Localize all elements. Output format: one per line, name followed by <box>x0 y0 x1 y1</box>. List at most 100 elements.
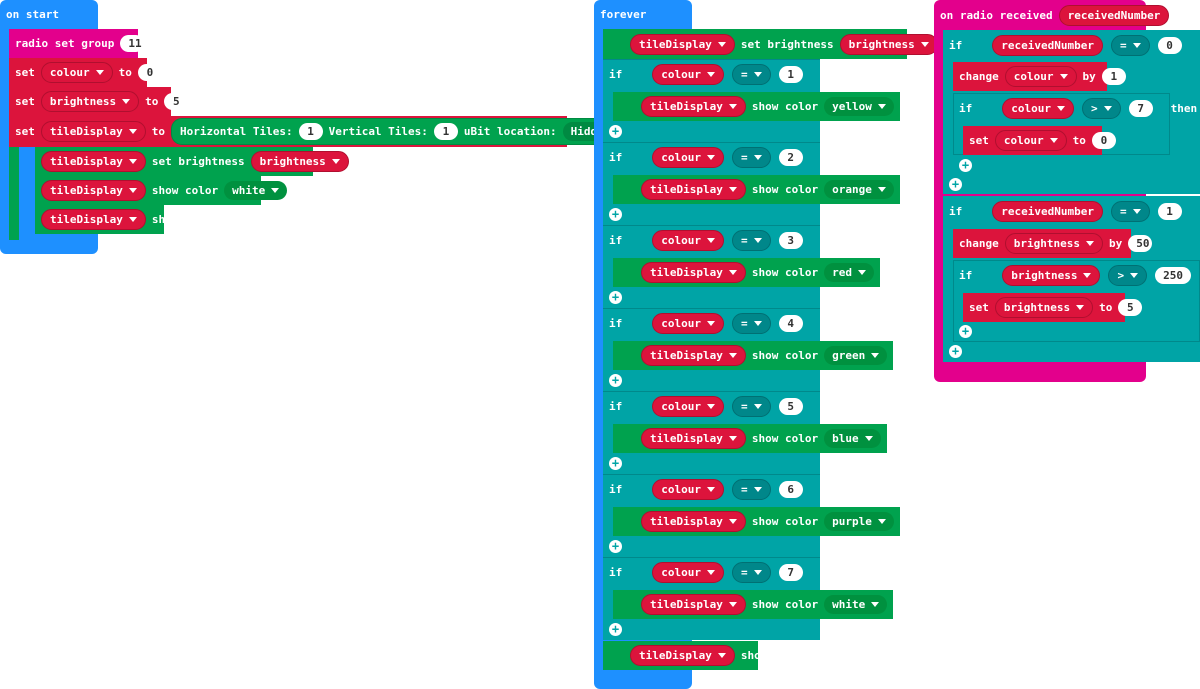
compare-value[interactable]: 6 <box>778 481 803 498</box>
tiledisplay-dropdown[interactable]: tileDisplay <box>630 645 735 666</box>
operator-dropdown[interactable]: = <box>732 147 771 168</box>
add-else-icon[interactable]: + <box>959 325 972 338</box>
colour-dropdown[interactable]: colour <box>1004 66 1077 87</box>
colour-reporter[interactable]: colour <box>652 230 724 251</box>
add-else-icon[interactable]: + <box>949 345 962 358</box>
color-dropdown[interactable]: green <box>824 346 888 365</box>
color-dropdown[interactable]: red <box>824 263 874 282</box>
color-dropdown[interactable]: white <box>824 595 888 614</box>
compare-value[interactable]: 5 <box>778 398 803 415</box>
operator-dropdown[interactable]: = <box>1110 201 1150 222</box>
change-colour-block[interactable]: change colour by 1 <box>953 62 1126 91</box>
compare-value[interactable]: 1 <box>1157 203 1182 220</box>
add-else-icon[interactable]: + <box>609 457 622 470</box>
color-dropdown[interactable]: blue <box>824 429 881 448</box>
colour-reporter[interactable]: colour <box>652 396 724 417</box>
colour-reporter[interactable]: colour <box>652 147 724 168</box>
show-color-block[interactable]: tileDisplay show color yellow <box>613 92 900 121</box>
add-else-icon[interactable]: + <box>609 623 622 636</box>
operator-dropdown[interactable]: > <box>1108 265 1148 286</box>
operator-dropdown[interactable]: > <box>1082 98 1121 119</box>
operator-dropdown[interactable]: = <box>732 313 771 334</box>
radio-group-value[interactable]: 11 <box>120 35 145 52</box>
operator-dropdown[interactable]: = <box>732 479 771 500</box>
compare-value[interactable]: 2 <box>778 149 803 166</box>
tiledisplay-dropdown[interactable]: tileDisplay <box>41 180 146 201</box>
received-number-reporter[interactable]: receivedNumber <box>992 35 1103 56</box>
show-color-block[interactable]: tileDisplay show color purple <box>613 507 900 536</box>
colour-reporter[interactable]: colour <box>652 562 724 583</box>
tiledisplay-dropdown[interactable]: tileDisplay <box>641 511 746 532</box>
tile-show-color-block[interactable]: tileDisplay show color white <box>35 176 288 205</box>
add-else-icon[interactable]: + <box>949 178 962 191</box>
operator-dropdown[interactable]: = <box>732 64 771 85</box>
operator-dropdown[interactable]: = <box>732 230 771 251</box>
create-tiles-reporter[interactable]: Horizontal Tiles: 1 Vertical Tiles: 1 uB… <box>170 118 642 145</box>
tiledisplay-dropdown[interactable]: tileDisplay <box>641 96 746 117</box>
set-colour-block[interactable]: set colour to 0 <box>963 126 1116 155</box>
tiledisplay-variable-dropdown[interactable]: tileDisplay <box>40 121 146 142</box>
change-amount[interactable]: 1 <box>1101 68 1126 85</box>
compare-value[interactable]: 3 <box>778 232 803 249</box>
add-else-icon[interactable]: + <box>609 208 622 221</box>
tiledisplay-dropdown[interactable]: tileDisplay <box>641 179 746 200</box>
compare-value[interactable]: 0 <box>1157 37 1182 54</box>
set-value[interactable]: 5 <box>1118 299 1143 316</box>
color-dropdown[interactable]: purple <box>824 512 894 531</box>
set-brightness-block[interactable]: set brightness to 5 <box>9 87 189 116</box>
brightness-dropdown[interactable]: brightness <box>250 151 349 172</box>
change-brightness-block[interactable]: change brightness by 50 <box>953 229 1153 258</box>
set-brightness-block[interactable]: set brightness to 5 <box>963 293 1143 322</box>
tiledisplay-dropdown[interactable]: tileDisplay <box>630 33 735 55</box>
colour-reporter[interactable]: colour <box>652 313 724 334</box>
add-else-icon[interactable]: + <box>609 291 622 304</box>
tiledisplay-dropdown[interactable]: tileDisplay <box>41 151 146 172</box>
set-colour-block[interactable]: set colour to 0 <box>9 58 162 87</box>
colour-variable-dropdown[interactable]: colour <box>40 62 113 83</box>
colour-reporter[interactable]: colour <box>652 64 724 85</box>
brightness-value[interactable]: 5 <box>164 93 189 110</box>
brightness-dropdown[interactable]: brightness <box>994 297 1094 318</box>
tiledisplay-dropdown[interactable]: tileDisplay <box>641 594 746 615</box>
colour-value[interactable]: 0 <box>137 64 162 81</box>
tiledisplay-dropdown[interactable]: tileDisplay <box>641 345 746 366</box>
compare-value[interactable]: 250 <box>1155 267 1191 284</box>
brightness-dropdown[interactable]: brightness <box>839 33 938 55</box>
tile-show-block[interactable]: tileDisplay show <box>35 205 178 234</box>
operator-dropdown[interactable]: = <box>732 396 771 417</box>
add-else-icon[interactable]: + <box>609 540 622 553</box>
color-dropdown[interactable]: orange <box>824 180 894 199</box>
compare-value[interactable]: 1 <box>778 66 803 83</box>
radio-set-group-block[interactable]: radio set group 11 <box>9 29 145 58</box>
colour-reporter[interactable]: colour <box>652 479 724 500</box>
colour-reporter[interactable]: colour <box>1002 98 1074 119</box>
add-else-icon[interactable]: + <box>609 374 622 387</box>
change-amount[interactable]: 50 <box>1128 235 1153 252</box>
show-color-block[interactable]: tileDisplay show color orange <box>613 175 900 204</box>
received-number-reporter[interactable]: receivedNumber <box>992 201 1103 222</box>
compare-value[interactable]: 4 <box>778 315 803 332</box>
operator-dropdown[interactable]: = <box>732 562 771 583</box>
compare-value[interactable]: 7 <box>778 564 803 581</box>
vertical-tiles-value[interactable]: 1 <box>433 123 458 140</box>
show-color-block[interactable]: tileDisplay show color blue <box>613 424 887 453</box>
show-color-block[interactable]: tileDisplay show color red <box>613 258 880 287</box>
compare-value[interactable]: 7 <box>1128 100 1153 117</box>
received-number-param[interactable]: receivedNumber <box>1058 4 1170 26</box>
horizontal-tiles-value[interactable]: 1 <box>298 123 323 140</box>
tile-set-brightness-block[interactable]: tileDisplay set brightness brightness <box>35 147 349 176</box>
color-dropdown[interactable]: white <box>224 181 288 200</box>
colour-dropdown[interactable]: colour <box>994 130 1067 151</box>
brightness-variable-dropdown[interactable]: brightness <box>40 91 140 112</box>
color-dropdown[interactable]: yellow <box>824 97 894 116</box>
show-color-block[interactable]: tileDisplay show color green <box>613 341 894 370</box>
add-else-icon[interactable]: + <box>609 125 622 138</box>
add-else-icon[interactable]: + <box>959 159 972 172</box>
set-tiledisplay-block[interactable]: set tileDisplay to Horizontal Tiles: 1 V… <box>9 116 642 147</box>
brightness-dropdown[interactable]: brightness <box>1004 233 1103 254</box>
operator-dropdown[interactable]: = <box>1110 35 1150 56</box>
tiledisplay-dropdown[interactable]: tileDisplay <box>641 428 746 449</box>
brightness-reporter[interactable]: brightness <box>1002 265 1101 286</box>
set-value[interactable]: 0 <box>1091 132 1116 149</box>
tiledisplay-dropdown[interactable]: tileDisplay <box>41 209 146 230</box>
